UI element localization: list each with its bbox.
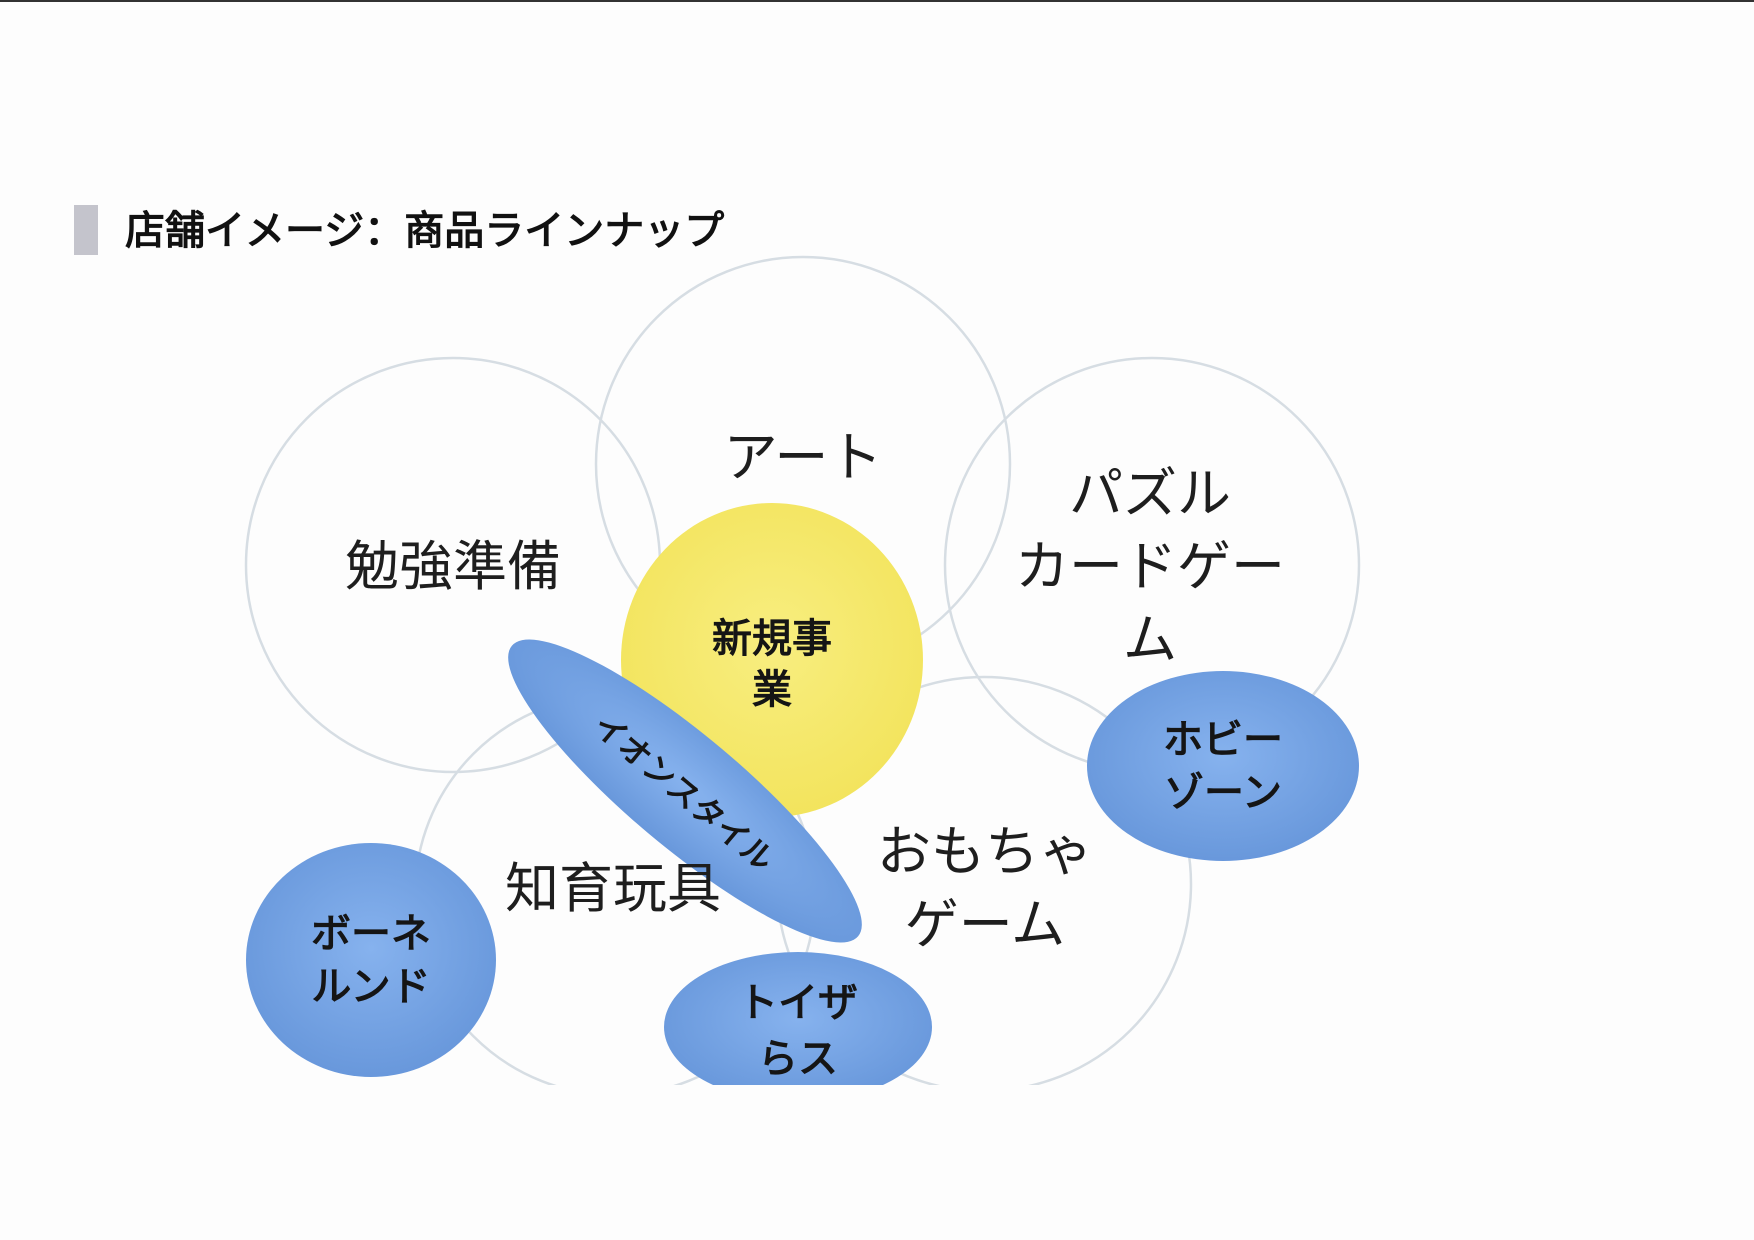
partner-toysrus (664, 952, 932, 1085)
partner-bornelund (246, 843, 496, 1077)
label-puzzle-3: ム (1123, 608, 1177, 671)
label-center-1: 新規事 (712, 616, 832, 662)
label-puzzle-2: カードゲー (1015, 535, 1285, 598)
partner-aeon-style (508, 639, 862, 943)
label-omocha-1: おもちゃ (877, 820, 1093, 883)
label-center-2: 業 (752, 667, 792, 713)
label-omocha-2: ゲーム (905, 893, 1065, 956)
label-bornelund-1: ボーネ (311, 911, 431, 957)
label-hobby-2: ゾーン (1164, 770, 1282, 816)
title-accent-bar (74, 205, 98, 255)
label-puzzle-1: パズル (1069, 462, 1231, 525)
label-toysrus-1: トイザ (738, 980, 858, 1026)
label-hobby-1: ホビー (1163, 717, 1283, 763)
label-bornelund-2: ルンド (311, 964, 430, 1010)
partner-hobby-zone (1087, 671, 1359, 861)
label-art: アート (724, 426, 883, 489)
label-toysrus-2: らス (758, 1036, 838, 1082)
label-benkyou: 勉強準備 (345, 535, 561, 598)
page-title: 店舗イメージ：商品ラインナップ (125, 208, 724, 254)
label-chiiku: 知育玩具 (505, 857, 721, 920)
